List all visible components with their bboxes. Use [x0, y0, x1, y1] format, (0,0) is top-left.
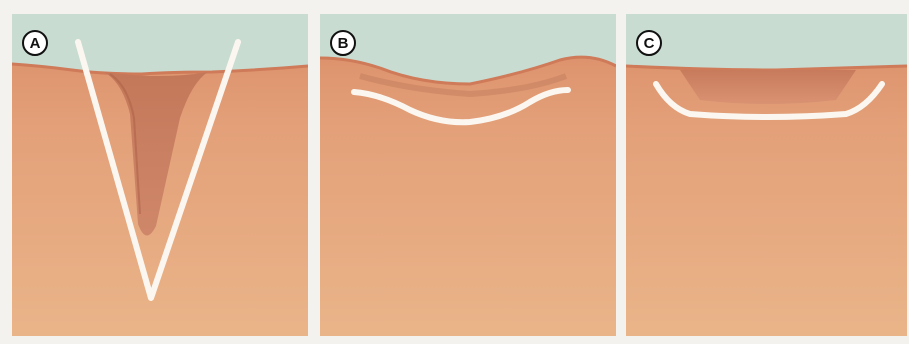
panel-c-label: C [636, 30, 662, 56]
panel-b-illustration [320, 14, 616, 336]
scar-box [680, 70, 856, 104]
panel-b-label: B [330, 30, 356, 56]
panel-a-label: A [22, 30, 48, 56]
panel-c: C [626, 14, 907, 336]
panel-a-illustration [12, 14, 308, 336]
panel-c-illustration [626, 14, 907, 336]
panel-b: B [320, 14, 616, 336]
air-layer [626, 14, 907, 70]
panel-a: A [12, 14, 308, 336]
air-layer [12, 14, 308, 74]
